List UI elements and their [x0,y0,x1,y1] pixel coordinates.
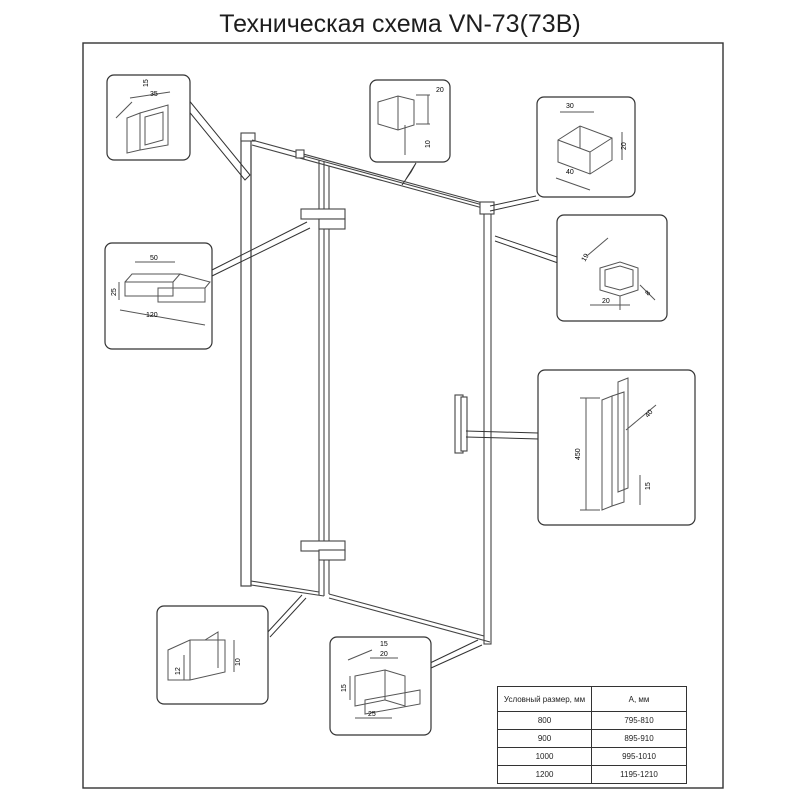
column-header: Условный размер, мм [497,686,592,712]
table-cell: 800 [497,711,592,730]
dim-10: 10 [235,658,242,666]
dim-20: 20 [621,142,628,150]
callout-connector: 30 20 40 [536,96,636,198]
table-cell: 795-810 [591,711,687,730]
table-cell: 900 [497,729,592,748]
dim-25: 25 [368,711,376,718]
dim-35: 35 [150,91,158,98]
dim-12: 12 [175,667,182,675]
callout-handle: 450 40 15 [537,369,696,526]
dim-30: 30 [566,103,574,110]
dim-50: 50 [150,255,158,262]
table-cell: 1195-1210 [591,765,687,784]
size-table: Условный размер, мм А, мм 800 795-810 90… [497,686,687,784]
table-cell: 1200 [497,765,592,784]
column-header: А, мм [591,686,687,712]
table-cell: 1000 [497,747,592,766]
table-cell: 995-1010 [591,747,687,766]
callout-bottom-stop: 15 20 15 25 [329,636,432,736]
dim-20: 20 [602,298,610,305]
dim-15: 15 [143,79,150,87]
dim-20: 20 [436,87,444,94]
dim-10: 10 [425,140,432,148]
size-table-header: Условный размер, мм А, мм [497,686,687,712]
dim-20: 20 [380,651,388,658]
callout-top-rail: 20 10 [369,79,451,163]
left-wall-profile [240,137,252,587]
callout-profile-wall: 15 35 [106,74,191,161]
dim-15: 15 [645,482,652,490]
dim-450: 450 [575,448,582,460]
callout-hinge: 50 25 120 [104,242,213,350]
dim-8: 8 [644,290,652,298]
callout-bottom-seal: 12 10 [156,605,269,705]
dim-25: 25 [111,288,118,296]
table-row: 1200 1195-1210 [497,765,687,784]
drawing-border [82,42,724,789]
table-row: 900 895-910 [497,729,687,748]
dim-19: 19 [581,253,591,263]
hinge-top [300,208,346,220]
dim-40: 40 [644,409,654,420]
table-row: 1000 995-1010 [497,747,687,766]
right-wall-profile [483,211,492,645]
dim-15: 15 [380,641,388,648]
table-cell: 895-910 [591,729,687,748]
leader-lines [177,92,561,669]
callout-wall-bracket: 19 20 8 [556,214,668,322]
dim-40: 40 [566,169,574,176]
page-title: Техническая схема VN-73(73B) [219,10,581,38]
dim-15b: 15 [341,684,348,692]
table-row: 800 795-810 [497,711,687,730]
dim-120: 120 [146,312,158,319]
shower-door [240,132,495,645]
